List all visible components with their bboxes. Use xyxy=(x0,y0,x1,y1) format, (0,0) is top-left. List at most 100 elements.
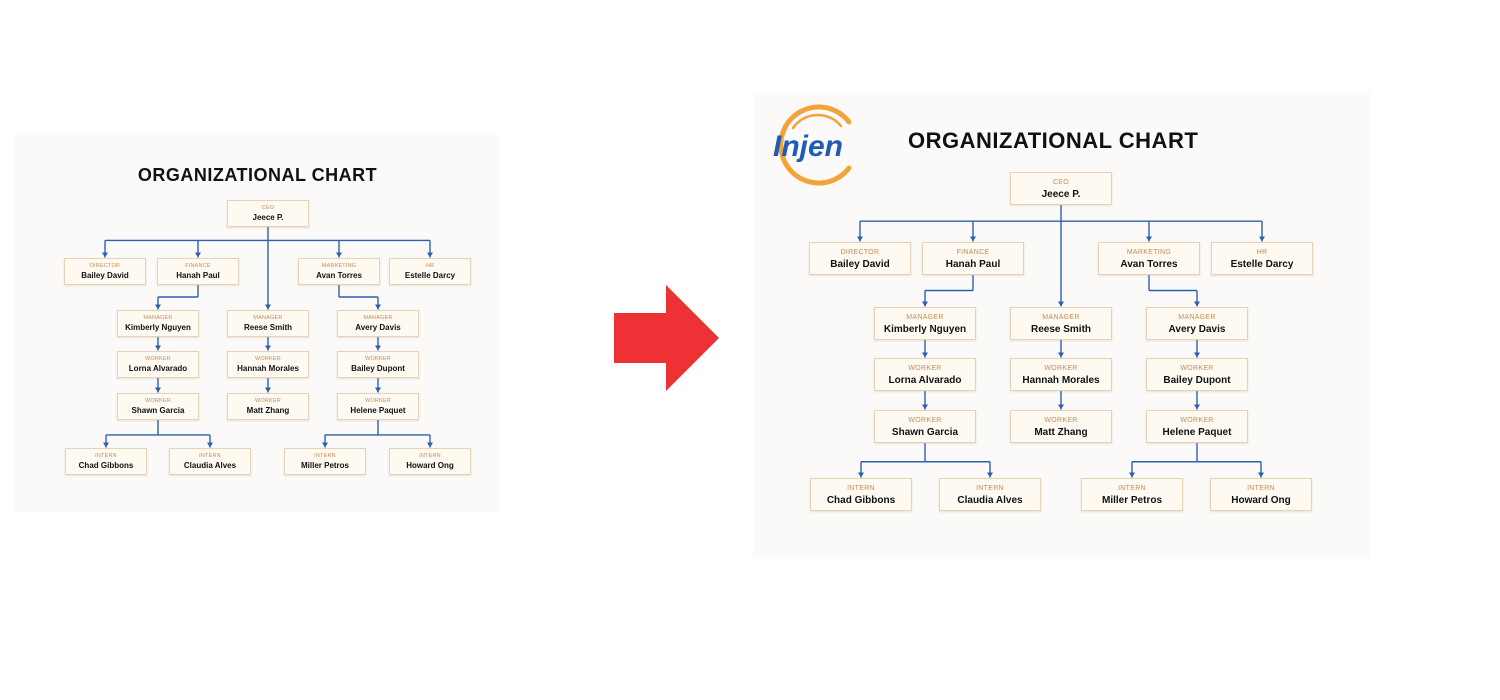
node-role: WORKER xyxy=(1044,364,1078,372)
arrowhead xyxy=(265,345,271,351)
node-name: Claudia Alves xyxy=(957,494,1023,506)
node-name: Chad Gibbons xyxy=(826,494,896,506)
node-role: WORKER xyxy=(145,397,171,404)
node-name: Reese Smith xyxy=(243,322,293,332)
node-role: INTERN xyxy=(1118,484,1146,492)
node-role: MANAGER xyxy=(1178,313,1216,321)
node-name: Miller Petros xyxy=(300,460,349,470)
node-name: Helene Paquet xyxy=(350,405,406,415)
node-name: Kimberly Nguyen xyxy=(125,322,191,332)
arrowhead xyxy=(1058,301,1064,307)
node-name: Howard Ong xyxy=(1231,494,1291,506)
arrowhead xyxy=(155,387,161,393)
node-role: MANAGER xyxy=(253,314,283,321)
node-role: INTERN xyxy=(976,484,1004,492)
node-role: WORKER xyxy=(1180,364,1214,372)
node-role: INTERN xyxy=(95,452,117,459)
arrowhead xyxy=(375,345,381,351)
arrowhead xyxy=(1194,301,1200,307)
node-role: MANAGER xyxy=(363,314,393,321)
node-name: Hannah Morales xyxy=(1022,374,1100,386)
node-role: INTERN xyxy=(314,452,336,459)
node-role: DIRECTOR xyxy=(840,248,880,256)
node-role: MANAGER xyxy=(1042,313,1080,321)
node-name: Shawn Garcia xyxy=(891,426,959,438)
node-role: MANAGER xyxy=(906,313,944,321)
connector-lines xyxy=(857,204,1265,478)
node-role: INTERN xyxy=(847,484,875,492)
node-role: WORKER xyxy=(1044,416,1078,424)
node-role: WORKER xyxy=(255,355,281,362)
org-node-worker2a: WORKER Hannah Morales xyxy=(1010,357,1112,391)
node-name: Lorna Alvarado xyxy=(888,374,962,386)
arrowhead xyxy=(1259,236,1265,242)
node-role: HR xyxy=(425,262,435,269)
node-role: INTERN xyxy=(1247,484,1275,492)
chart-title: ORGANIZATIONAL CHART xyxy=(137,165,378,185)
node-role: WORKER xyxy=(908,416,942,424)
node-name: Estelle Darcy xyxy=(1230,258,1294,270)
node-name: Chad Gibbons xyxy=(78,460,134,470)
node-role: CEO xyxy=(261,204,275,211)
node-name: Kimberly Nguyen xyxy=(883,323,967,335)
org-node-worker3a: WORKER Bailey Dupont xyxy=(1146,357,1248,391)
arrowhead xyxy=(987,472,993,478)
arrowhead xyxy=(265,387,271,393)
node-name: Hanah Paul xyxy=(945,258,1001,270)
arrowhead xyxy=(1194,352,1200,358)
node-role: DIRECTOR xyxy=(89,262,121,269)
node-role: MARKETING xyxy=(321,262,357,269)
arrowhead xyxy=(1258,472,1264,478)
arrowhead xyxy=(970,236,976,242)
connector-lines xyxy=(102,226,433,448)
node-name: Avan Torres xyxy=(1120,258,1178,270)
arrowhead xyxy=(322,442,328,448)
node-name: Jeece P. xyxy=(252,212,284,222)
node-role: WORKER xyxy=(145,355,171,362)
node-name: Avery Davis xyxy=(355,322,401,332)
svg-text:Injen: Injen xyxy=(773,130,843,163)
org-node-manager1: MANAGER Kimberly Nguyen xyxy=(874,306,976,340)
org-node-worker3b: WORKER Helene Paquet xyxy=(1146,409,1248,443)
node-name: Lorna Alvarado xyxy=(128,363,188,373)
arrowhead xyxy=(922,352,928,358)
org-node-worker2b: WORKER Matt Zhang xyxy=(1010,409,1112,443)
org-node-intern2: INTERN Claudia Alves xyxy=(939,477,1041,511)
arrowhead xyxy=(1146,236,1152,242)
node-role: WORKER xyxy=(1180,416,1214,424)
node-role: WORKER xyxy=(365,397,391,404)
node-name: Bailey Dupont xyxy=(351,363,405,373)
arrowhead xyxy=(336,252,342,258)
node-name: Claudia Alves xyxy=(183,460,237,470)
node-name: Matt Zhang xyxy=(1034,426,1088,438)
arrowhead xyxy=(1058,352,1064,358)
node-name: Matt Zhang xyxy=(246,405,290,415)
node-name: Helene Paquet xyxy=(1162,426,1232,438)
arrowhead xyxy=(922,301,928,307)
node-name: Bailey Dupont xyxy=(1163,374,1231,386)
node-role: MANAGER xyxy=(143,314,173,321)
arrowhead xyxy=(427,252,433,258)
